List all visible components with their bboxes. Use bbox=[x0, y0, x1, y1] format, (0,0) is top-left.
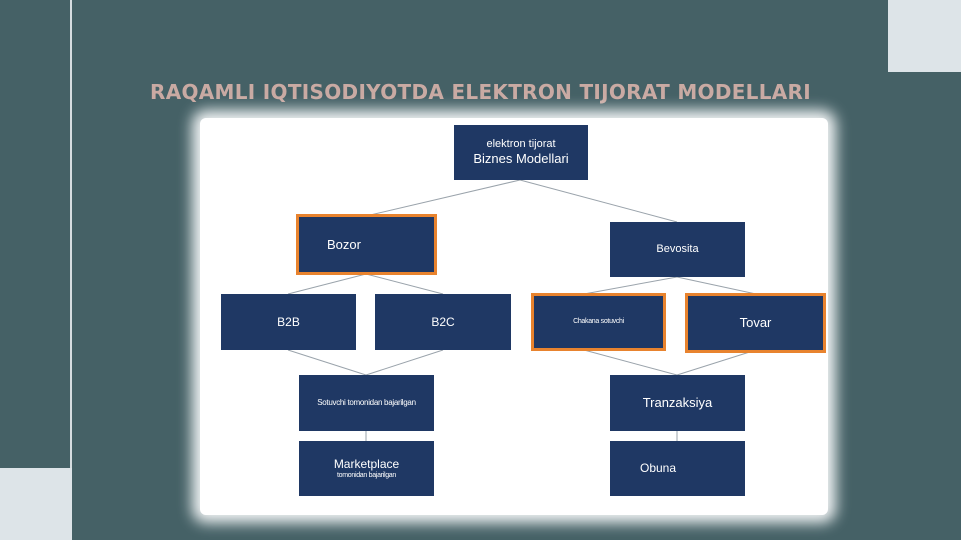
node-root: elektron tijorat Biznes Modellari bbox=[454, 125, 588, 180]
node-chakana-label: Chakana sotuvchi bbox=[573, 317, 624, 325]
slide-title: RAQAMLI IQTISODIYOTDA ELEKTRON TIJORAT M… bbox=[150, 80, 811, 104]
node-bozor-label: Bozor bbox=[327, 236, 361, 252]
node-marketplace: Marketplace tomonidan bajarilgan bbox=[299, 441, 434, 496]
node-sotuvchi: Sotuvchi tomonidan bajarilgan bbox=[299, 375, 434, 431]
vertical-divider-line bbox=[70, 0, 72, 470]
node-root-line2: Biznes Modellari bbox=[473, 151, 569, 167]
node-tranzaksiya: Tranzaksiya bbox=[610, 375, 745, 431]
node-b2c-label: B2C bbox=[431, 314, 455, 329]
node-obuna: Obuna bbox=[610, 441, 745, 496]
node-marketplace-line2: tomonidan bajarilgan bbox=[337, 471, 396, 479]
node-sotuvchi-label: Sotuvchi tomonidan bajarilgan bbox=[317, 398, 416, 408]
node-bevosita-label: Bevosita bbox=[656, 242, 699, 255]
node-b2b: B2B bbox=[221, 294, 356, 350]
corner-decoration-top-right bbox=[888, 0, 961, 72]
node-b2b-label: B2B bbox=[277, 314, 300, 329]
node-tranzaksiya-label: Tranzaksiya bbox=[642, 395, 713, 411]
node-bozor: Bozor bbox=[296, 214, 437, 275]
node-obuna-label: Obuna bbox=[640, 461, 677, 476]
node-chakana: Chakana sotuvchi bbox=[531, 293, 666, 351]
node-bevosita: Bevosita bbox=[610, 222, 745, 277]
node-tovar: Tovar bbox=[685, 293, 826, 353]
corner-decoration-bottom-left bbox=[0, 468, 72, 540]
node-b2c: B2C bbox=[375, 294, 511, 350]
node-root-line1: elektron tijorat bbox=[486, 138, 556, 151]
node-marketplace-line1: Marketplace bbox=[333, 457, 400, 472]
node-tovar-label: Tovar bbox=[739, 315, 772, 331]
